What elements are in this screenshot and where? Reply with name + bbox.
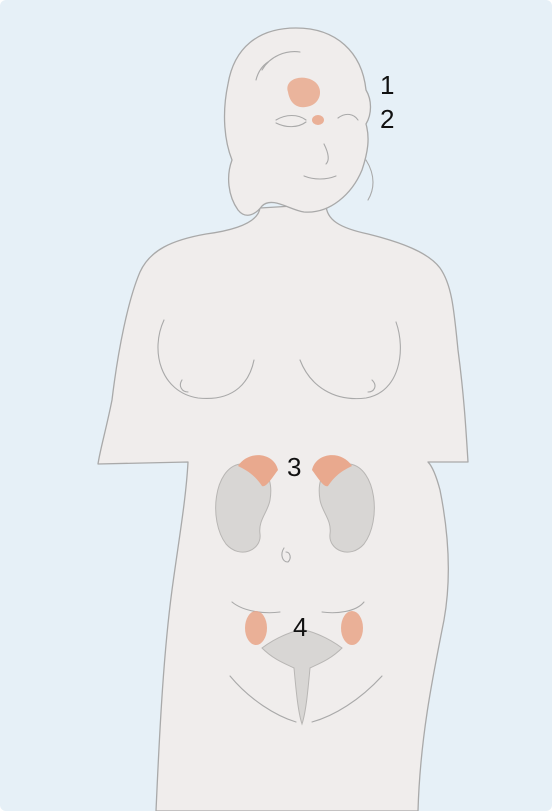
head-outline [225,28,371,215]
label-2: 2 [380,106,394,132]
label-1: 1 [380,72,394,98]
pituitary-gland [312,115,324,125]
label-4: 4 [293,614,307,640]
ovary-left [245,611,267,645]
label-3: 3 [287,454,301,480]
body-silhouette [98,204,468,811]
ovary-right [341,611,363,645]
